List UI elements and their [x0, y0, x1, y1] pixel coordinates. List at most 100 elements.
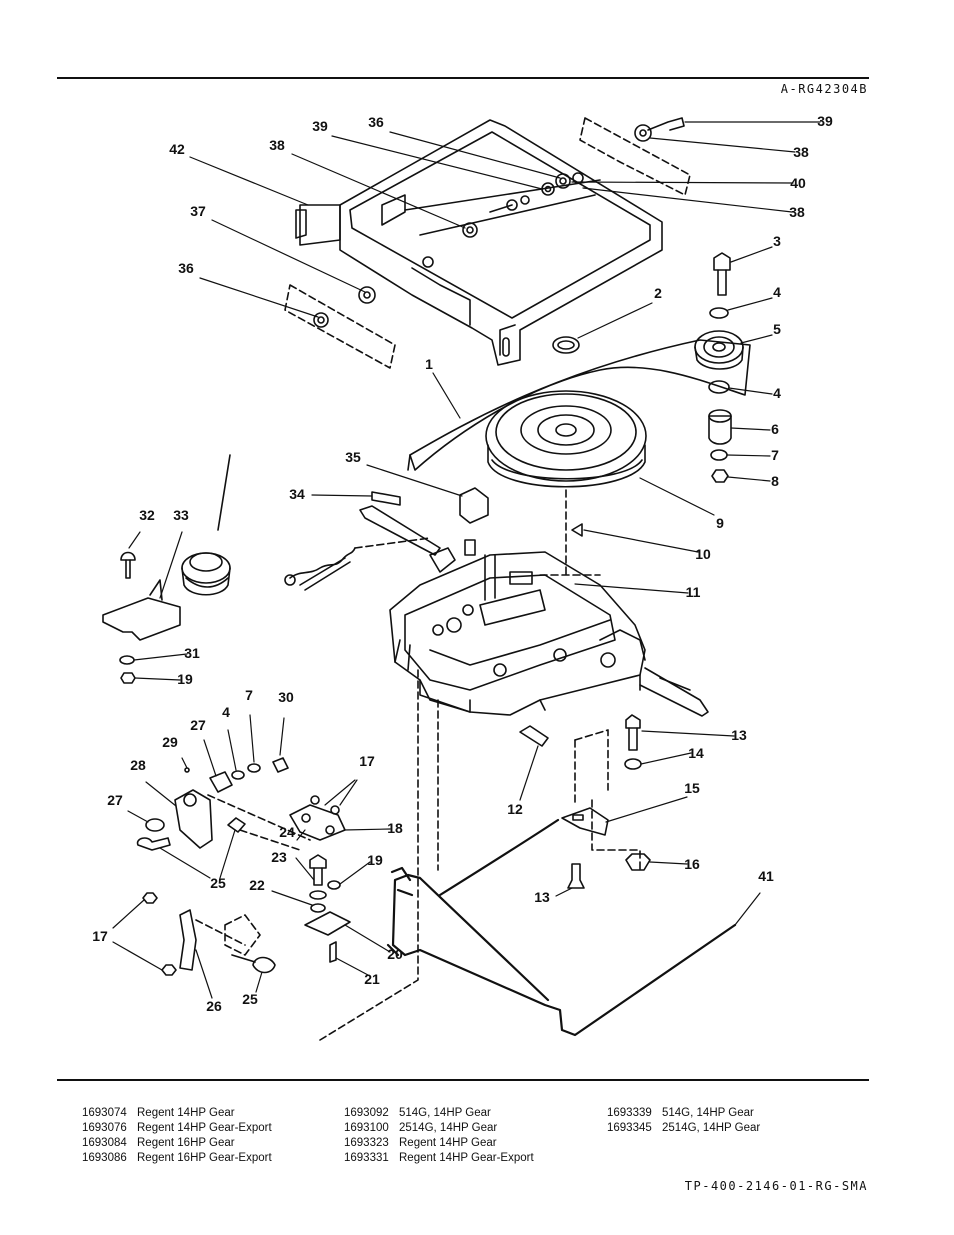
callout-13: 13 [534, 889, 550, 905]
small-pulley [181, 552, 231, 596]
callout-27: 27 [190, 717, 206, 733]
callout-4: 4 [773, 385, 781, 401]
callout-11: 11 [686, 584, 701, 600]
model-list-col-2: 1693092 514G, 14HP Gear 1693100 2514G, 14H… [344, 1106, 534, 1166]
model-name: Regent 16HP Gear [137, 1137, 235, 1149]
callout-35: 35 [345, 449, 361, 465]
top-rule [57, 77, 869, 79]
document-id: TP-400-2146-01-RG-SMA [684, 1179, 868, 1193]
model-number: 1693074 [82, 1107, 127, 1119]
callout-7: 7 [771, 447, 779, 463]
callout-6: 6 [771, 421, 779, 437]
model-row: 1693331 Regent 14HP Gear-Export [344, 1151, 534, 1166]
model-number: 1693331 [344, 1152, 389, 1164]
model-number: 1693323 [344, 1137, 389, 1149]
callout-36: 36 [368, 114, 384, 130]
callout-33: 33 [173, 507, 189, 523]
callout-23: 23 [271, 849, 287, 865]
hidden-bracket-upper [579, 117, 691, 196]
model-list-col-1: 1693074 Regent 14HP Gear 1693076 Regent 14… [82, 1106, 272, 1166]
callout-20: 20 [387, 946, 403, 962]
callout-28: 28 [130, 757, 146, 773]
callout-4: 4 [773, 284, 781, 300]
callout-7: 7 [245, 687, 253, 703]
model-number: 1693086 [82, 1152, 127, 1164]
callout-25: 25 [242, 991, 258, 1007]
callout-1: 1 [425, 356, 433, 372]
callout-19: 19 [177, 671, 193, 687]
main-pulley [485, 390, 647, 488]
callout-32: 32 [139, 507, 155, 523]
model-number: 1693076 [82, 1122, 127, 1134]
tension-spring [289, 547, 356, 579]
idler-pulley [694, 330, 744, 370]
model-name: Regent 14HP Gear [399, 1137, 497, 1149]
callout-8: 8 [771, 473, 779, 489]
callout-37: 37 [190, 203, 206, 219]
model-name: Regent 14HP Gear-Export [137, 1122, 272, 1134]
callout-42: 42 [169, 141, 185, 157]
callout-18: 18 [387, 820, 403, 836]
model-name: 514G, 14HP Gear [399, 1107, 491, 1119]
model-row: 1693339 514G, 14HP Gear [607, 1106, 760, 1121]
callout-21: 21 [364, 971, 380, 987]
callout-15: 15 [684, 780, 700, 796]
model-row: 1693084 Regent 16HP Gear [82, 1136, 272, 1151]
model-row: 1693345 2514G, 14HP Gear [607, 1121, 760, 1136]
callout-17: 17 [359, 753, 375, 769]
drive-belt [409, 339, 751, 471]
model-name: Regent 16HP Gear-Export [137, 1152, 272, 1164]
model-row: 1693323 Regent 14HP Gear [344, 1136, 534, 1151]
control-rod [391, 818, 737, 1037]
model-name: Regent 14HP Gear-Export [399, 1152, 534, 1164]
callout-26: 26 [206, 998, 222, 1014]
callout-27: 27 [107, 792, 123, 808]
model-number: 1693084 [82, 1137, 127, 1149]
callout-22: 22 [249, 877, 265, 893]
callout-14: 14 [688, 745, 704, 761]
model-row: 1693100 2514G, 14HP Gear [344, 1121, 534, 1136]
callout-24: 24 [279, 824, 295, 840]
model-row: 1693086 Regent 16HP Gear-Export [82, 1151, 272, 1166]
hidden-lines-transmission [319, 489, 641, 1041]
model-number: 1693339 [607, 1107, 652, 1119]
bottom-rule [57, 1079, 869, 1081]
model-number: 1693345 [607, 1122, 652, 1134]
callout-38: 38 [793, 144, 809, 160]
callout-31: 31 [184, 645, 200, 661]
callout-17: 17 [92, 928, 108, 944]
callout-9: 9 [716, 515, 724, 531]
mounting-frame [295, 119, 663, 366]
model-name: 514G, 14HP Gear [662, 1107, 754, 1119]
model-row: 1693092 514G, 14HP Gear [344, 1106, 534, 1121]
model-row: 1693076 Regent 14HP Gear-Export [82, 1121, 272, 1136]
callout-25: 25 [210, 875, 226, 891]
callout-12: 12 [507, 801, 523, 817]
callout-38: 38 [269, 137, 285, 153]
hidden-bracket-left [284, 284, 396, 369]
callout-19: 19 [367, 852, 383, 868]
model-list-col-3: 1693339 514G, 14HP Gear 1693345 2514G, 14H… [607, 1106, 760, 1136]
callout-30: 30 [278, 689, 294, 705]
transmission [389, 551, 709, 717]
model-row: 1693074 Regent 14HP Gear [82, 1106, 272, 1121]
diagram-id: A-RG42304B [780, 82, 868, 96]
model-number: 1693092 [344, 1107, 389, 1119]
callout-36: 36 [178, 260, 194, 276]
callout-2: 2 [654, 285, 662, 301]
callout-13: 13 [731, 727, 747, 743]
callout-10: 10 [695, 546, 711, 562]
model-name: 2514G, 14HP Gear [399, 1122, 498, 1134]
model-name: 2514G, 14HP Gear [662, 1122, 761, 1134]
callout-5: 5 [773, 321, 781, 337]
callout-4: 4 [222, 704, 230, 720]
callout-39: 39 [312, 118, 328, 134]
callout-41: 41 [758, 868, 774, 884]
callout-3: 3 [773, 233, 781, 249]
model-name: Regent 14HP Gear [137, 1107, 235, 1119]
callout-29: 29 [162, 734, 178, 750]
model-number: 1693100 [344, 1122, 389, 1134]
callout-38: 38 [789, 204, 805, 220]
leader-lines [112, 121, 821, 999]
